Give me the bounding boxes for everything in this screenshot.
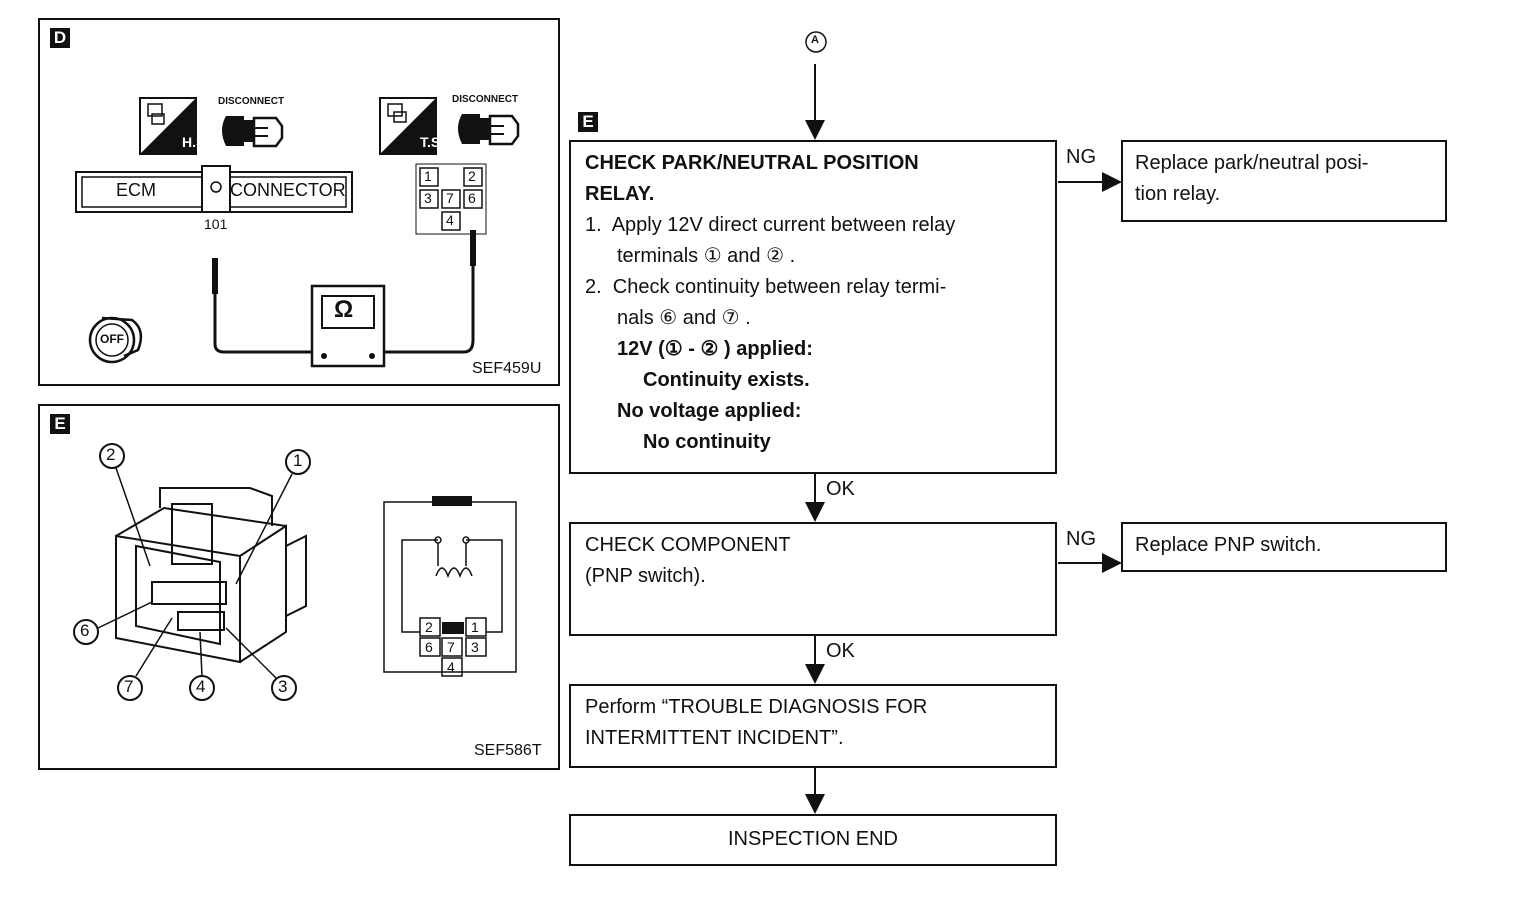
hs-label: H.S. [182, 134, 210, 150]
step1-result-1: Continuity exists. [643, 369, 810, 391]
callout-6: 6 [80, 621, 90, 640]
relay-pin-2: 2 [468, 168, 476, 184]
disconnect-label-2: DISCONNECT [452, 94, 519, 105]
relay-schematic [383, 496, 517, 677]
terminal-callout-circles [73, 443, 311, 701]
step3-line1: Perform “TROUBLE DIAGNOSIS FOR [585, 696, 928, 718]
disconnect-plug-icon [222, 116, 284, 148]
panel-d-ecm-continuity-check: D [38, 18, 560, 386]
relay-pin-3: 3 [424, 190, 432, 206]
step1-title-2: RELAY. [585, 183, 655, 205]
ng-label-1: NG [1066, 146, 1096, 168]
pin-101-label: 101 [204, 216, 228, 232]
replace-relay-box: Replace park/neutral posi- tion relay. [1121, 140, 1447, 222]
disconnect-label: DISCONNECT [218, 96, 285, 107]
replace-relay-line1: Replace park/neutral posi- [1135, 152, 1369, 174]
terminal-side-icon [379, 97, 437, 155]
callout-3: 3 [278, 677, 288, 696]
schematic-pin-7: 7 [447, 639, 455, 655]
trouble-diagnosis-box: Perform “TROUBLE DIAGNOSIS FOR INTERMITT… [569, 684, 1057, 768]
step1-title-1: CHECK PARK/NEUTRAL POSITION [585, 152, 919, 174]
schematic-pin-1: 1 [471, 619, 479, 635]
step3-line2: INTERMITTENT INCIDENT”. [585, 727, 844, 749]
ng-label-2: NG [1066, 528, 1096, 550]
panel-e-badge: E [50, 414, 70, 434]
panel-e-drawing [73, 443, 517, 701]
schematic-pin-6: 6 [425, 639, 433, 655]
callout-2: 2 [106, 445, 116, 464]
step2-line2: (PNP switch). [585, 565, 706, 587]
callout-7: 7 [124, 677, 134, 696]
step1-result-2: No continuity [643, 431, 771, 453]
step1-condition-2: No voltage applied: [617, 400, 802, 422]
panel-d-code: SEF459U [472, 360, 542, 377]
relay-pin-4: 4 [446, 212, 454, 228]
ignition-key-off-icon [88, 316, 143, 364]
schematic-pin-4: 4 [447, 659, 455, 675]
panel-d-drawing [75, 97, 520, 368]
step1-item2-line2: nals ⑥ and ⑦ . [617, 307, 751, 329]
ecm-label: ECM [116, 180, 156, 200]
harness-side-icon [139, 97, 197, 155]
relay-pin-7: 7 [446, 190, 454, 206]
check-component-box: CHECK COMPONENT (PNP switch). [569, 522, 1057, 636]
relay-pin-6: 6 [468, 190, 476, 206]
replace-pnp-box: Replace PNP switch. [1121, 522, 1447, 572]
step1-item1-line2: terminals ① and ② . [617, 245, 796, 267]
inspection-end-box: INSPECTION END [569, 814, 1057, 866]
connector-label: CONNECTOR [230, 180, 346, 200]
ts-label: T.S. [420, 134, 445, 150]
relay-connector-grid [415, 163, 487, 235]
flow-step-badge: E [578, 112, 598, 132]
schematic-pin-2: 2 [425, 619, 433, 635]
replace-relay-line2: tion relay. [1135, 183, 1221, 205]
check-pnp-relay-box: CHECK PARK/NEUTRAL POSITION RELAY. 1. Ap… [569, 140, 1057, 474]
step1-condition-1: 12V (① - ② ) applied: [617, 338, 813, 360]
relay-body-icon [115, 487, 307, 664]
disconnect-plug-icon-2 [458, 114, 520, 146]
panel-e-relay-diagram: E [38, 404, 560, 770]
step1-item2-line1: 2. Check continuity between relay termi- [585, 276, 947, 298]
schematic-pin-3: 3 [471, 639, 479, 655]
ohm-symbol: Ω [334, 296, 354, 323]
key-off-label: OFF [100, 332, 124, 346]
relay-pin-1: 1 [424, 168, 432, 184]
inspection-end-text: INSPECTION END [727, 828, 899, 850]
step2-line1: CHECK COMPONENT [585, 534, 791, 556]
replace-pnp-text: Replace PNP switch. [1135, 534, 1322, 556]
callout-4: 4 [196, 677, 206, 696]
ok-label-1: OK [826, 478, 855, 500]
panel-d-badge: D [50, 28, 70, 48]
panel-e-code: SEF586T [474, 742, 542, 759]
ok-label-2: OK [826, 640, 855, 662]
connector-a-label: A [811, 34, 819, 46]
step1-item1-line1: 1. Apply 12V direct current between rela… [585, 214, 956, 236]
ohmmeter-icon [310, 284, 386, 368]
callout-1: 1 [293, 451, 303, 470]
